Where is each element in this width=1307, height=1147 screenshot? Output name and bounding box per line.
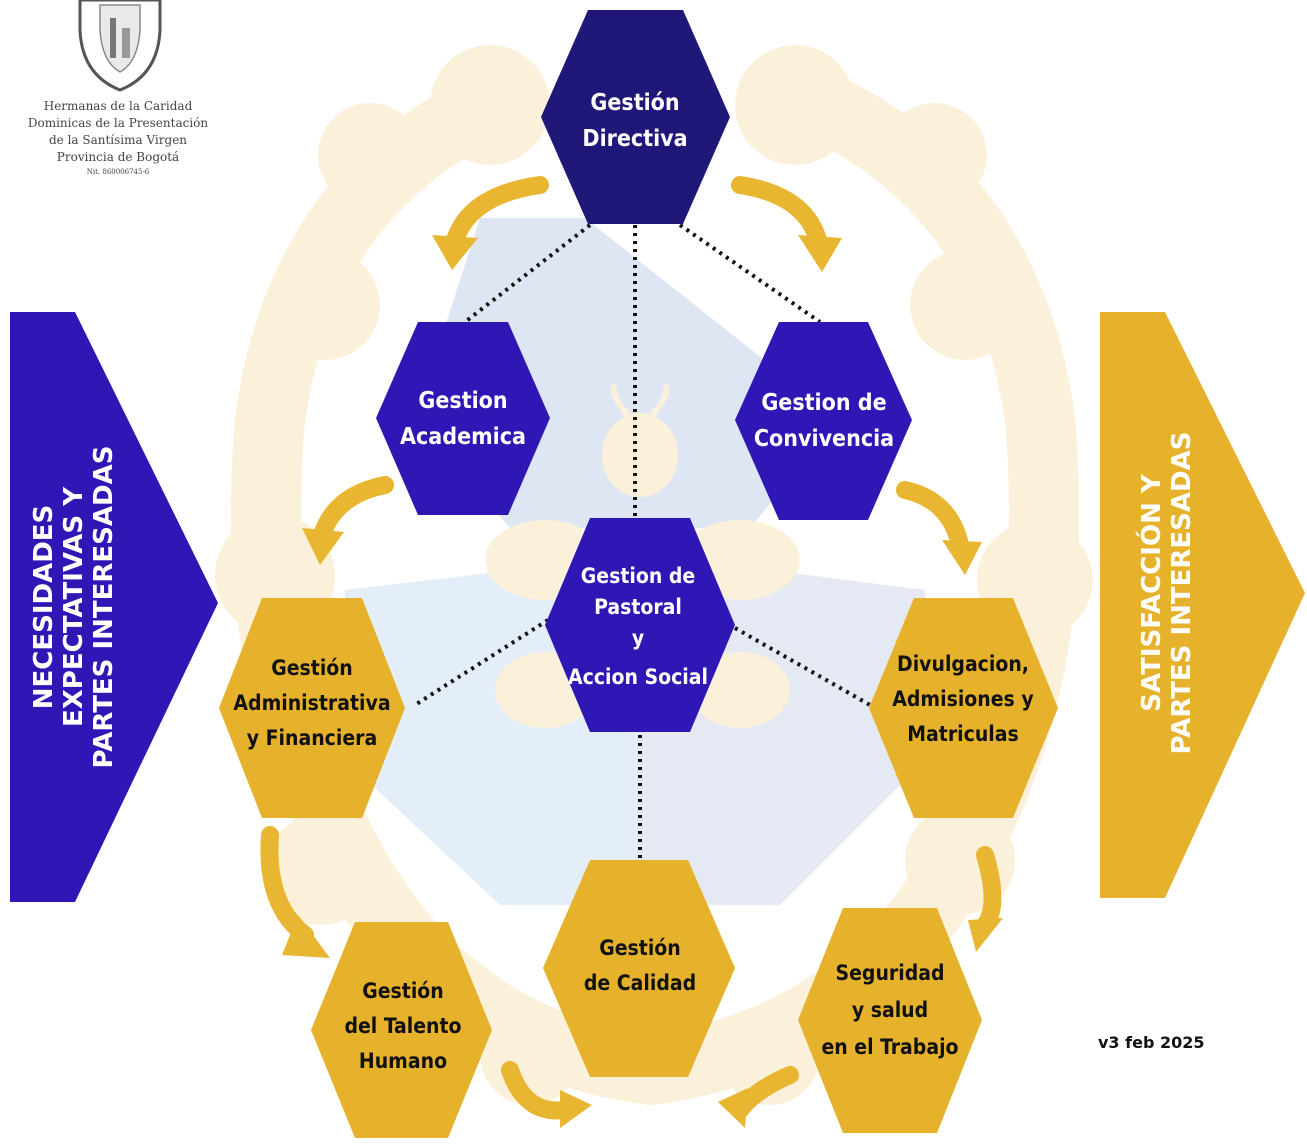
hex-pastoral-line-1: Gestion de	[581, 564, 695, 588]
hex-gestion-calidad[interactable]: Gestión de Calidad	[543, 860, 735, 1077]
left-arrow-line-2: EXPECTATIVAS Y	[59, 486, 89, 727]
hex-calidad-line-1: Gestión	[599, 936, 681, 960]
right-output-arrow: SATISFACCIÓN Y PARTES INTERESADAS	[1100, 312, 1305, 898]
logo-line-4: Provincia de Bogotá	[57, 150, 179, 164]
dotted-connectors	[413, 223, 871, 860]
hex-academica-line-1: Gestion	[418, 388, 507, 414]
hex-seguridad-line-1: Seguridad	[836, 961, 945, 985]
hex-convivencia-line-1: Gestion de	[761, 390, 886, 416]
hex-gestion-administrativa[interactable]: Gestión Administrativa y Financiera	[219, 598, 405, 818]
hex-convivencia-line-2: Convivencia	[754, 426, 894, 452]
hex-pastoral-line-3: y	[632, 626, 644, 650]
organization-logo: Hermanas de la Caridad Dominicas de la P…	[28, 0, 209, 176]
hex-gestion-talento[interactable]: Gestión del Talento Humano	[311, 922, 492, 1138]
logo-line-5: Nit. 860006745-6	[87, 168, 150, 176]
logo-line-3: de la Santísima Virgen	[49, 133, 187, 147]
hex-administrativa-line-2: Administrativa	[233, 691, 390, 715]
hex-seguridad-line-3: en el Trabajo	[821, 1035, 958, 1059]
left-input-arrow: NECESIDADES EXPECTATIVAS Y PARTES INTERE…	[10, 312, 218, 902]
hex-gestion-pastoral[interactable]: Gestion de Pastoral y Accion Social	[545, 518, 735, 732]
right-arrow-line-2: PARTES INTERESADAS	[1167, 432, 1197, 755]
hex-academica-line-2: Academica	[400, 424, 526, 450]
hex-pastoral-line-2: Pastoral	[594, 595, 682, 619]
hex-pastoral-line-4: Accion Social	[568, 665, 708, 689]
hex-divulgacion-line-1: Divulgacion,	[897, 652, 1029, 676]
hex-administrativa-line-1: Gestión	[271, 656, 353, 680]
hex-gestion-directiva[interactable]: Gestión Directiva	[541, 10, 730, 224]
hex-seguridad-line-2: y salud	[852, 998, 928, 1022]
flow-arrowheads	[282, 235, 1003, 1128]
hex-directiva-line-2: Directiva	[582, 126, 687, 152]
left-arrow-line-1: NECESIDADES	[29, 505, 59, 710]
hex-divulgacion-admisiones[interactable]: Divulgacion, Admisiones y Matriculas	[869, 598, 1058, 818]
logo-line-2: Dominicas de la Presentación	[28, 116, 209, 130]
right-arrow-line-1: SATISFACCIÓN Y	[1135, 473, 1167, 712]
hex-talento-line-2: del Talento	[344, 1014, 461, 1038]
hex-gestion-academica[interactable]: Gestion Academica	[376, 322, 550, 515]
version-label: v3 feb 2025	[1098, 1033, 1205, 1052]
hex-talento-line-1: Gestión	[362, 979, 444, 1003]
left-arrow-line-3: PARTES INTERESADAS	[89, 446, 119, 769]
hex-divulgacion-line-2: Admisiones y	[892, 687, 1033, 711]
hex-talento-line-3: Humano	[359, 1049, 447, 1073]
hex-calidad-line-2: de Calidad	[584, 971, 696, 995]
logo-line-1: Hermanas de la Caridad	[44, 99, 193, 113]
hex-seguridad-salud[interactable]: Seguridad y salud en el Trabajo	[798, 908, 982, 1133]
hex-divulgacion-line-3: Matriculas	[907, 722, 1019, 746]
hex-gestion-convivencia[interactable]: Gestion de Convivencia	[735, 322, 912, 520]
hex-administrativa-line-3: y Financiera	[247, 726, 377, 750]
hex-directiva-line-1: Gestión	[590, 90, 679, 116]
